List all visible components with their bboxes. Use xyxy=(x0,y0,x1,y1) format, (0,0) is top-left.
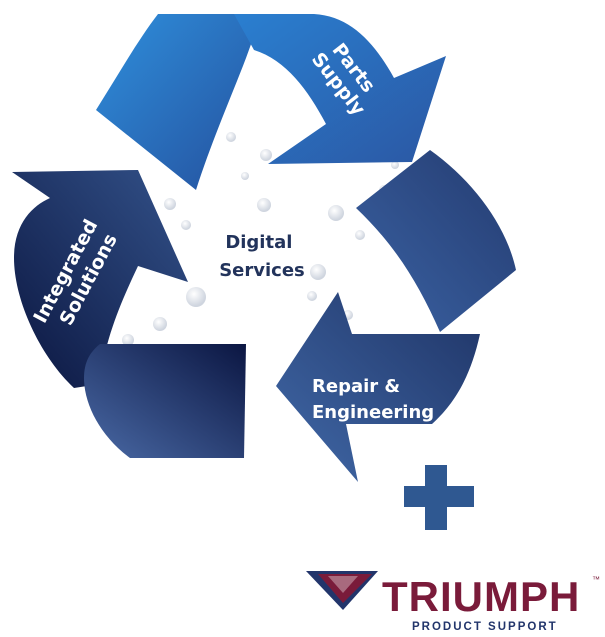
parts-supply-arrow xyxy=(234,14,446,164)
bubble xyxy=(164,198,176,210)
parts-supply-tail-block xyxy=(96,14,262,190)
bubble xyxy=(310,264,326,280)
bubble xyxy=(307,291,317,301)
segment-integrated-solutions: Integrated Solutions xyxy=(12,170,246,458)
triumph-logo: TRIUMPH ™ PRODUCT SUPPORT xyxy=(306,571,600,633)
bubble xyxy=(328,205,344,221)
integrated-solutions-arrow xyxy=(12,170,188,388)
triumph-emblem-icon xyxy=(306,571,378,610)
center-label: Digital Services xyxy=(219,232,305,281)
bubble xyxy=(241,172,249,180)
bubble xyxy=(186,287,206,307)
integrated-solutions-tail-block xyxy=(84,344,246,458)
bubble xyxy=(122,334,134,346)
logo-wordmark: TRIUMPH xyxy=(382,573,580,620)
repair-engineering-arrow xyxy=(276,292,480,482)
segment-repair-engineering: Repair & Engineering xyxy=(276,150,516,482)
bubble xyxy=(226,132,236,142)
bubble xyxy=(153,317,167,331)
bubble xyxy=(355,230,365,240)
logo-trademark: ™ xyxy=(592,575,600,584)
bubble xyxy=(260,149,272,161)
logo-subtitle: PRODUCT SUPPORT xyxy=(412,621,558,633)
bubble xyxy=(257,198,271,212)
segment-parts-supply: Parts Supply xyxy=(96,14,446,190)
repair-engineering-label: Repair & Engineering xyxy=(312,376,434,423)
bubble xyxy=(391,161,399,169)
bubble xyxy=(181,220,191,230)
repair-engineering-tail-block xyxy=(356,150,516,332)
bubbles xyxy=(87,132,399,357)
plus-icon xyxy=(404,465,474,530)
